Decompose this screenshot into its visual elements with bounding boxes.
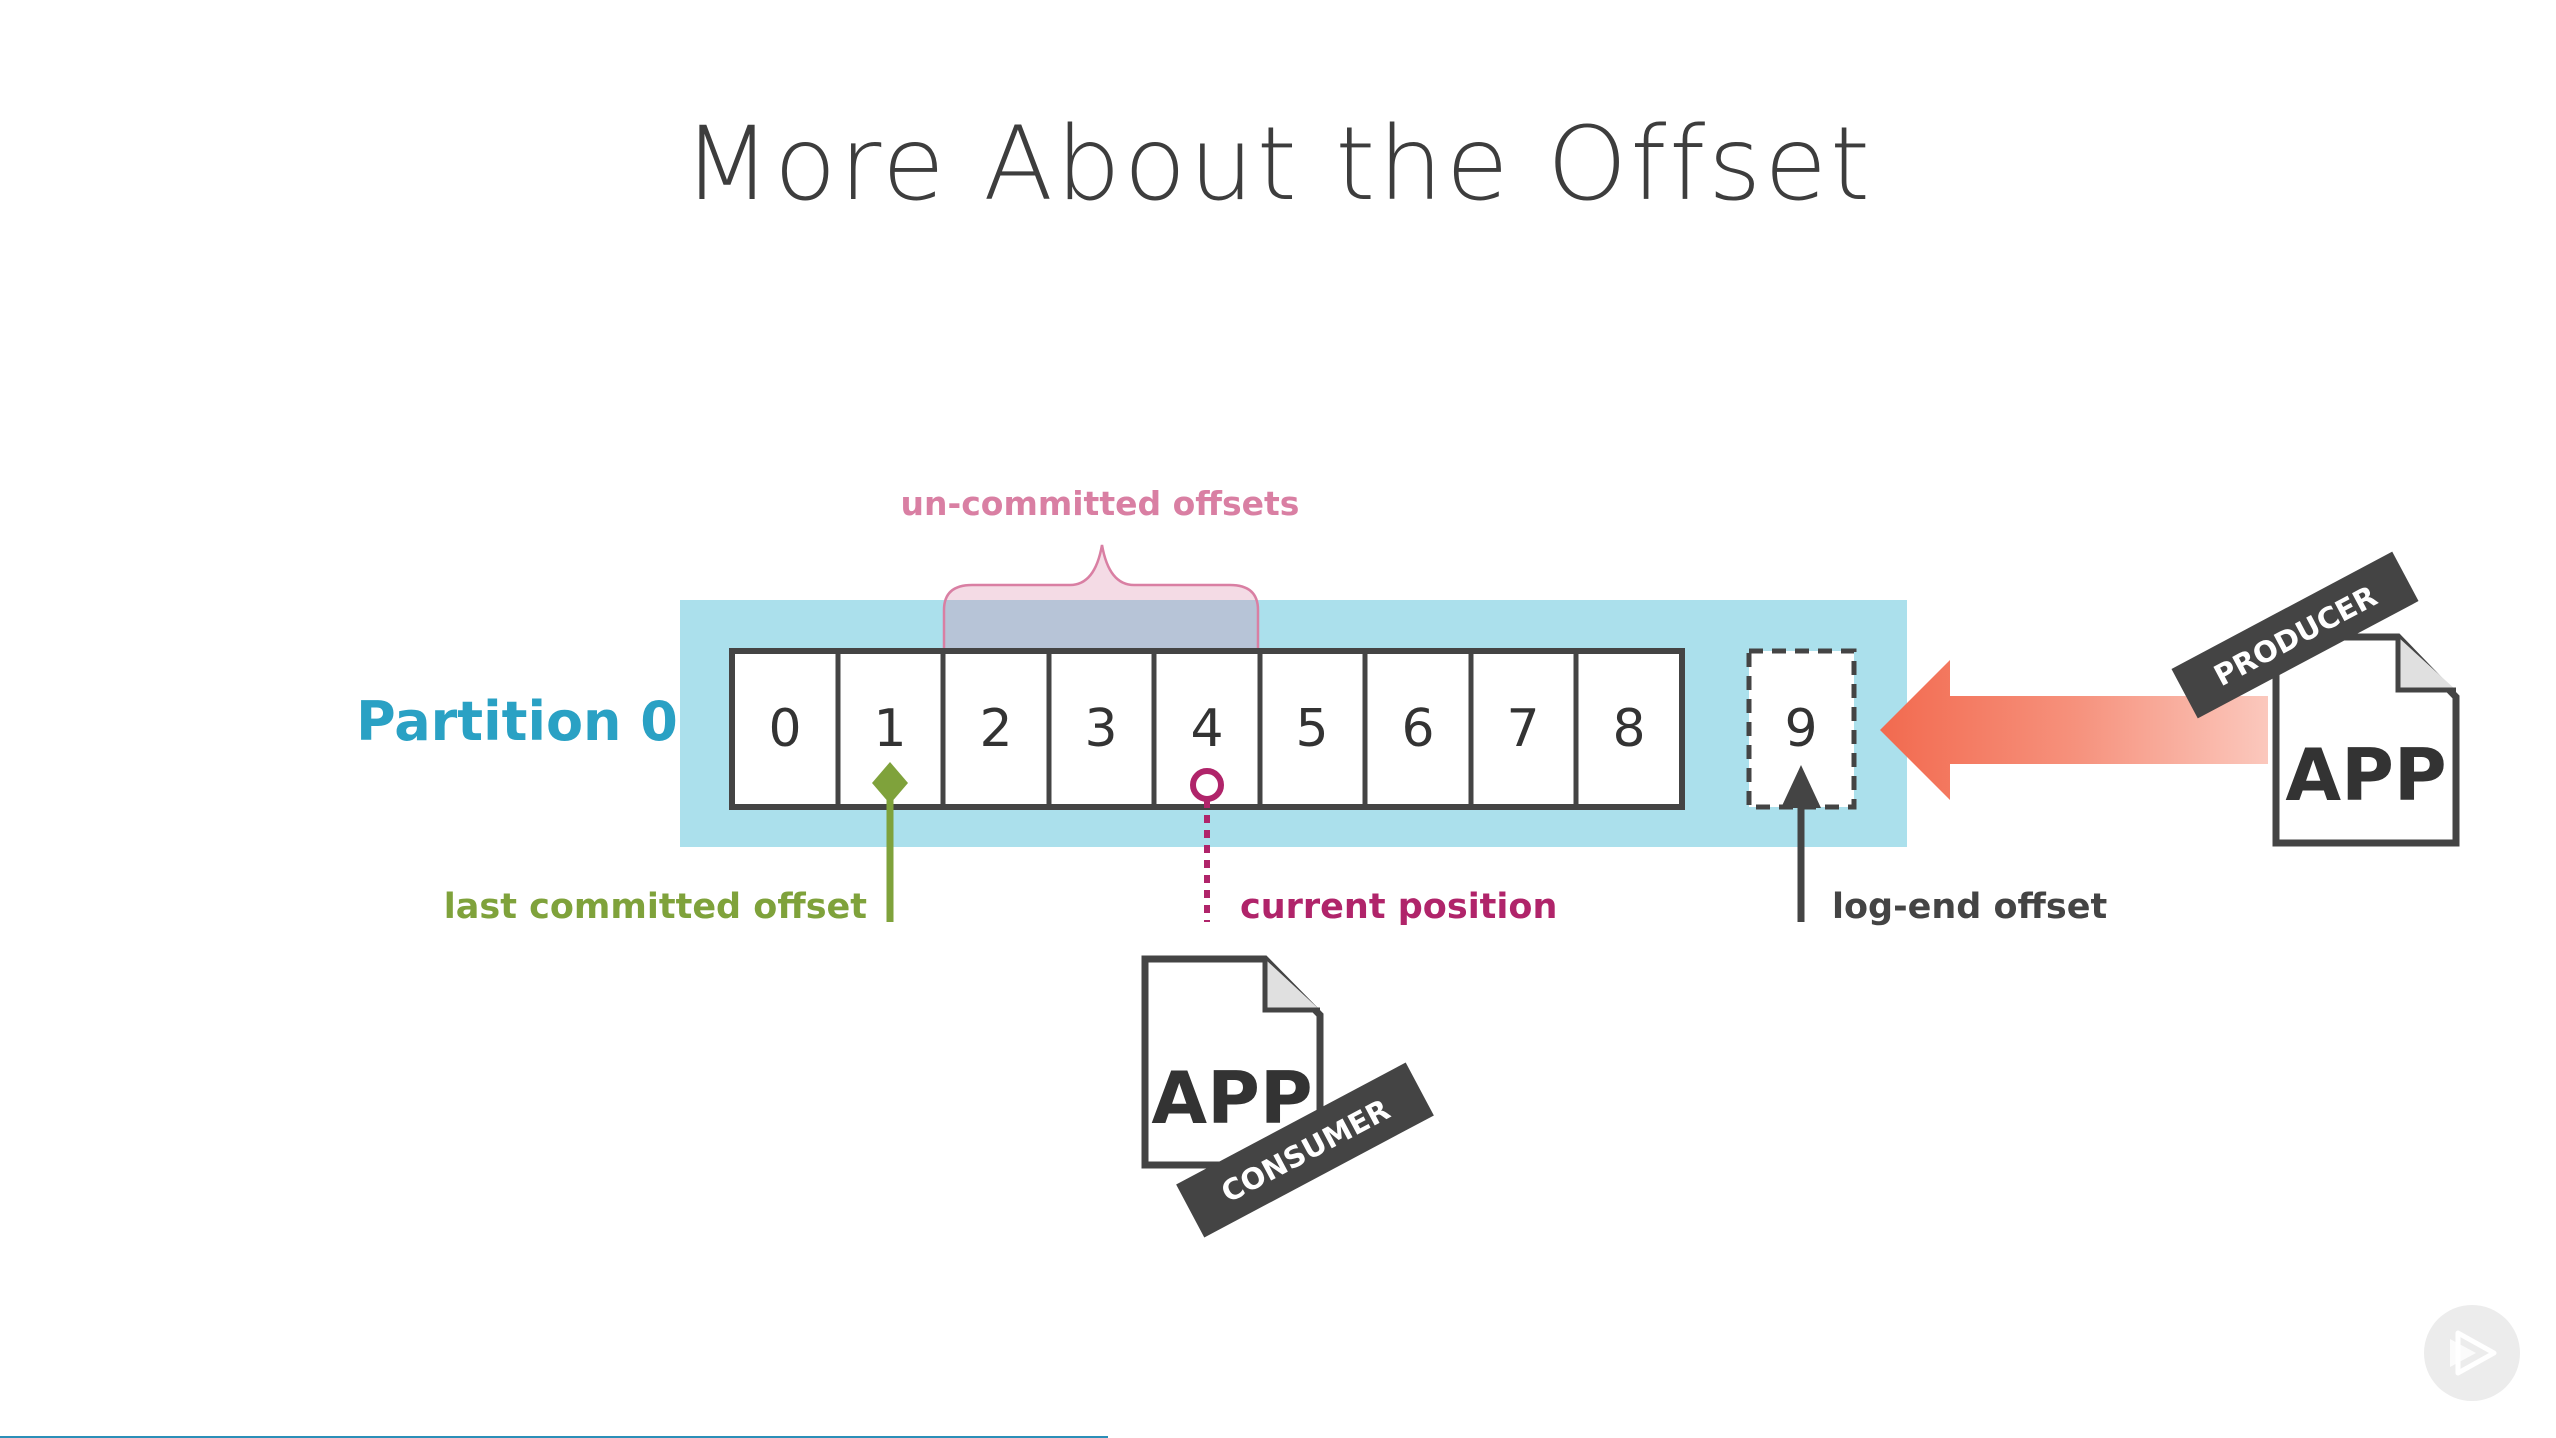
offset-cell-4: 4 xyxy=(1190,699,1223,759)
current-position-label: current position xyxy=(1240,887,1557,927)
offset-cell-0: 0 xyxy=(768,699,801,759)
partition-label: Partition 0 xyxy=(356,690,678,753)
current-position-marker xyxy=(1190,768,1224,922)
last-committed-label: last committed offset xyxy=(444,887,867,927)
log-end-marker xyxy=(1781,765,1821,922)
uncommitted-label: un-committed offsets xyxy=(901,484,1300,523)
offset-cell-5: 5 xyxy=(1295,699,1328,759)
offset-cell-7: 7 xyxy=(1506,699,1539,759)
producer-arrow xyxy=(1880,660,2268,800)
next-offset-label: 9 xyxy=(1784,699,1817,759)
last-committed-marker xyxy=(872,762,908,922)
offset-cell-3: 3 xyxy=(1084,699,1117,759)
slide-title: More About the Offset xyxy=(682,105,1874,224)
uncommitted-bracket xyxy=(942,544,1260,652)
consumer-document-icon xyxy=(1141,955,1324,1169)
play-button[interactable] xyxy=(2424,1305,2520,1401)
play-icon xyxy=(2450,1330,2497,1376)
offset-cell-1: 1 xyxy=(873,699,906,759)
consumer-doc-text: APP xyxy=(1151,1056,1312,1140)
offset-cell-8: 8 xyxy=(1612,699,1645,759)
producer-document-icon xyxy=(2272,633,2460,847)
offset-cell-2: 2 xyxy=(979,699,1012,759)
log-end-label: log-end offset xyxy=(1832,887,2107,927)
producer-doc-text: APP xyxy=(2285,733,2446,817)
offset-cell-6: 6 xyxy=(1401,699,1434,759)
video-progress-bar[interactable] xyxy=(0,1436,1108,1438)
